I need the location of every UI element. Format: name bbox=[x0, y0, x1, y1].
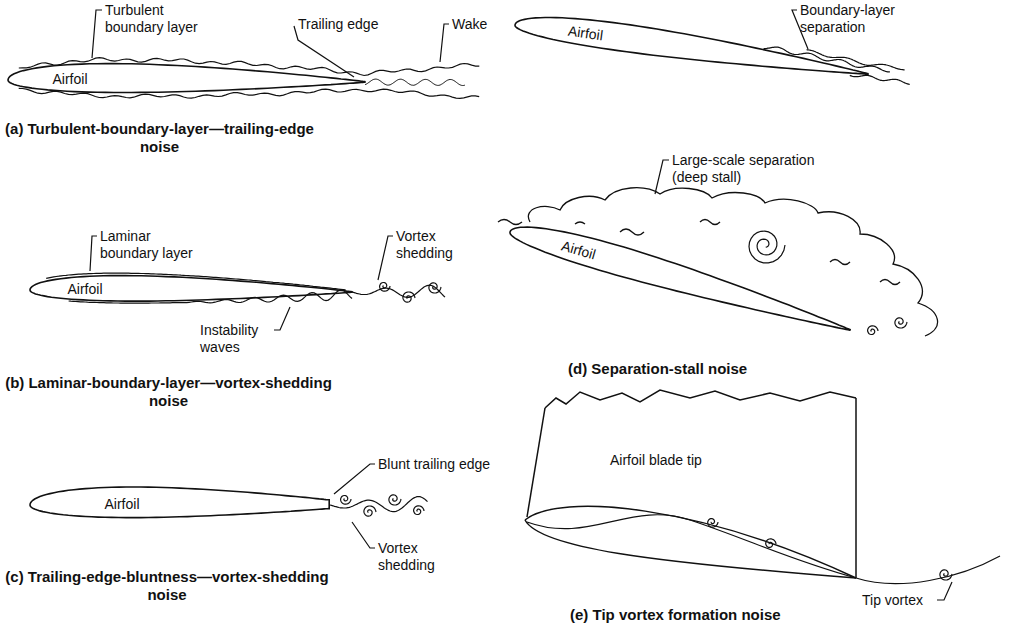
blade-edge bbox=[527, 408, 545, 517]
part-label: Vortex shedding bbox=[378, 540, 437, 574]
generated-strokes bbox=[8, 18, 952, 581]
panel-caption: (b) Laminar-boundary-layer—vortex-sheddi… bbox=[4, 374, 333, 410]
leader-line bbox=[294, 26, 354, 77]
blade-tip bbox=[525, 390, 1000, 584]
part-label: Airfoil bbox=[67, 281, 102, 298]
separated-flow bbox=[807, 50, 905, 70]
panel-caption: (d) Separation-stall noise bbox=[568, 360, 747, 378]
vortex-curl bbox=[429, 283, 441, 293]
turbulent-boundary-layer bbox=[19, 58, 480, 76]
part-label: Large-scale separation (deep stall) bbox=[672, 152, 817, 186]
leader-line bbox=[92, 10, 102, 58]
vortex-curl bbox=[940, 570, 952, 580]
airfoil-outline bbox=[510, 227, 850, 330]
leader-line bbox=[90, 236, 97, 271]
eddy bbox=[700, 220, 720, 225]
vortex-trail bbox=[856, 556, 1000, 584]
vortex-curl bbox=[868, 326, 878, 335]
eddy bbox=[620, 229, 644, 235]
vortex-curl bbox=[708, 519, 718, 528]
eddy bbox=[880, 280, 900, 285]
deep-stall-cloud bbox=[498, 188, 938, 336]
panel-caption: (e) Tip vortex formation noise bbox=[570, 606, 781, 624]
leader-line bbox=[274, 307, 290, 330]
panel-caption: (c) Trailing-edge-bluntness—vortex-shedd… bbox=[4, 568, 330, 604]
part-label: Wake bbox=[452, 16, 487, 33]
blade-edge bbox=[855, 398, 857, 578]
instability-waves bbox=[69, 290, 352, 303]
vortex-curl bbox=[389, 495, 401, 505]
torn-edge bbox=[545, 390, 856, 408]
airfoil-outline bbox=[30, 487, 329, 518]
leader-line bbox=[352, 522, 375, 548]
leader-line bbox=[378, 236, 393, 280]
vortex-curl bbox=[895, 318, 907, 328]
part-label: Vortex shedding bbox=[396, 228, 455, 262]
vortex-curl bbox=[380, 283, 390, 292]
vortex-curl bbox=[414, 506, 424, 515]
turbulent-boundary-layer bbox=[19, 88, 480, 98]
separation-cloud bbox=[528, 188, 937, 336]
vortex-line bbox=[527, 515, 856, 578]
vortex-curl bbox=[403, 292, 415, 302]
eddy bbox=[575, 222, 585, 224]
eddy bbox=[498, 220, 522, 225]
vortex-curl bbox=[364, 506, 376, 516]
vortex-curl bbox=[341, 496, 351, 505]
leader-line bbox=[334, 464, 375, 494]
part-label: Airfoil bbox=[52, 71, 87, 88]
vortex-curl bbox=[766, 539, 776, 548]
part-label: Tip vortex bbox=[862, 592, 923, 609]
panel-caption: (a) Turbulent-boundary-layer—trailing-ed… bbox=[4, 120, 315, 156]
wake-line bbox=[850, 75, 910, 84]
leader-line bbox=[440, 24, 449, 62]
part-label: Airfoil bbox=[104, 496, 139, 513]
vortex-curl bbox=[749, 231, 785, 263]
part-label: Trailing edge bbox=[298, 16, 378, 33]
part-label: Laminar boundary layer bbox=[100, 228, 195, 262]
airfoil-outline bbox=[8, 64, 365, 93]
leader-line bbox=[655, 160, 669, 194]
eddy bbox=[830, 260, 850, 265]
leader-line bbox=[937, 582, 952, 600]
separated-flow bbox=[764, 47, 890, 72]
wake-line bbox=[365, 79, 465, 85]
part-label: Boundary-layer separation bbox=[800, 2, 897, 36]
part-label: Airfoil blade tip bbox=[610, 452, 702, 469]
part-label: Instability waves bbox=[200, 322, 261, 356]
tip-section bbox=[525, 506, 856, 578]
part-label: Blunt trailing edge bbox=[378, 456, 490, 473]
part-label: Turbulent boundary layer bbox=[105, 2, 200, 36]
